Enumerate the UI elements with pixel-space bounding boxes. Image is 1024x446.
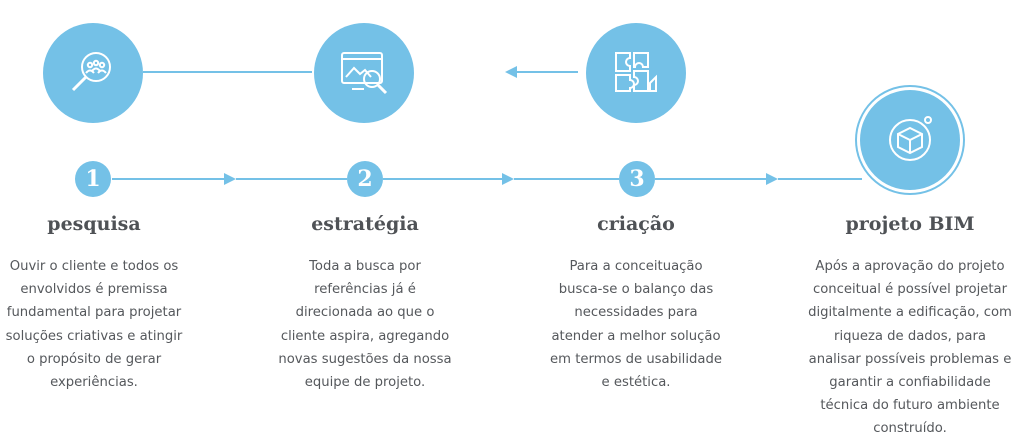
arrow-right-icon bbox=[502, 173, 514, 185]
step-2-description: Toda a busca por referências já é direci… bbox=[278, 259, 452, 391]
puzzle-icon bbox=[615, 52, 657, 92]
step-3-number: 3 bbox=[619, 161, 655, 197]
bim-cube-icon bbox=[889, 116, 932, 161]
step-3-circle bbox=[586, 23, 686, 123]
magnifier-people-icon bbox=[71, 52, 111, 92]
step-bim-circle bbox=[860, 90, 960, 190]
step-3-title: criação bbox=[597, 213, 675, 235]
step-bim-title: projeto BIM bbox=[845, 213, 975, 235]
arrow-right-icon bbox=[224, 173, 236, 185]
arrow-left-icon bbox=[505, 66, 517, 78]
step-2-circle bbox=[314, 23, 414, 123]
step-bim-description: Após a aprovação do projeto conceitual é… bbox=[808, 259, 1012, 437]
step-1-circle bbox=[43, 23, 143, 123]
step-2-number: 2 bbox=[347, 161, 383, 197]
step-3-description: Para a conceituação busca-se o balanço d… bbox=[550, 259, 722, 391]
arrow-right-icon bbox=[766, 173, 778, 185]
browser-search-icon bbox=[341, 52, 388, 95]
step-1-title: pesquisa bbox=[47, 213, 141, 235]
step-1-description: Ouvir o cliente e todos os envolvidos é … bbox=[5, 259, 183, 391]
step-2-title: estratégia bbox=[311, 213, 419, 235]
step-1-number: 1 bbox=[75, 161, 111, 197]
